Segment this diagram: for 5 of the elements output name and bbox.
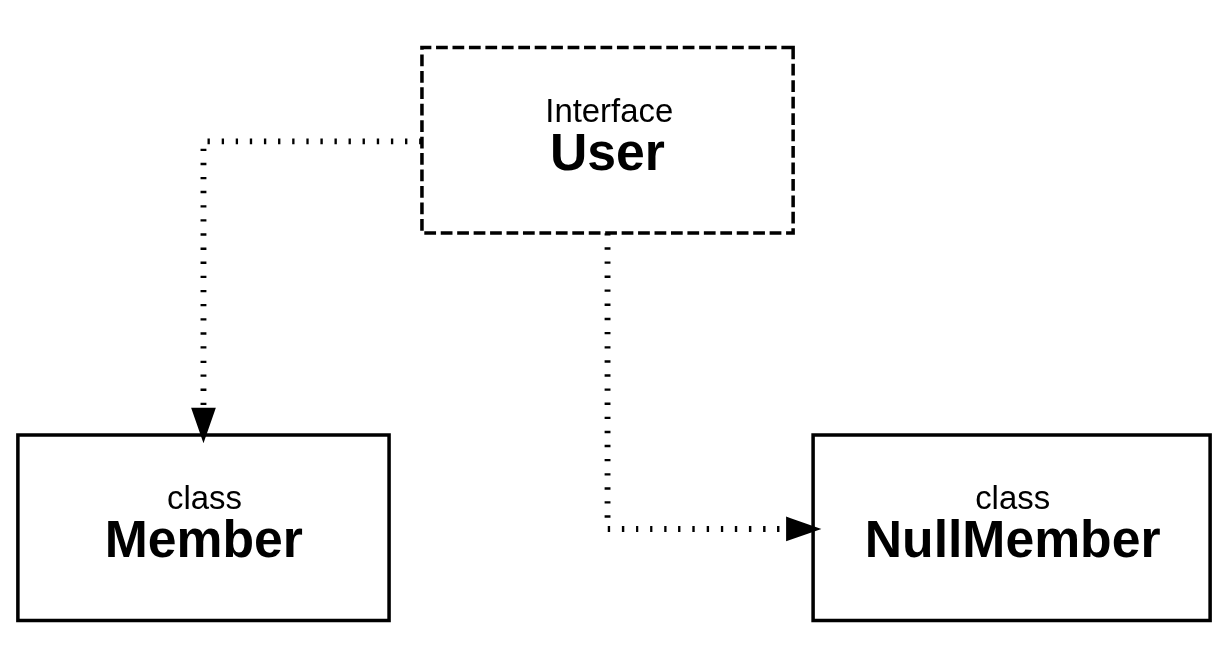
node-box: class Member (16, 433, 391, 623)
arrow (604, 233, 822, 542)
node-box: Interface User (420, 45, 795, 235)
node-box: class NullMember (811, 433, 1212, 623)
arrow (191, 138, 422, 444)
